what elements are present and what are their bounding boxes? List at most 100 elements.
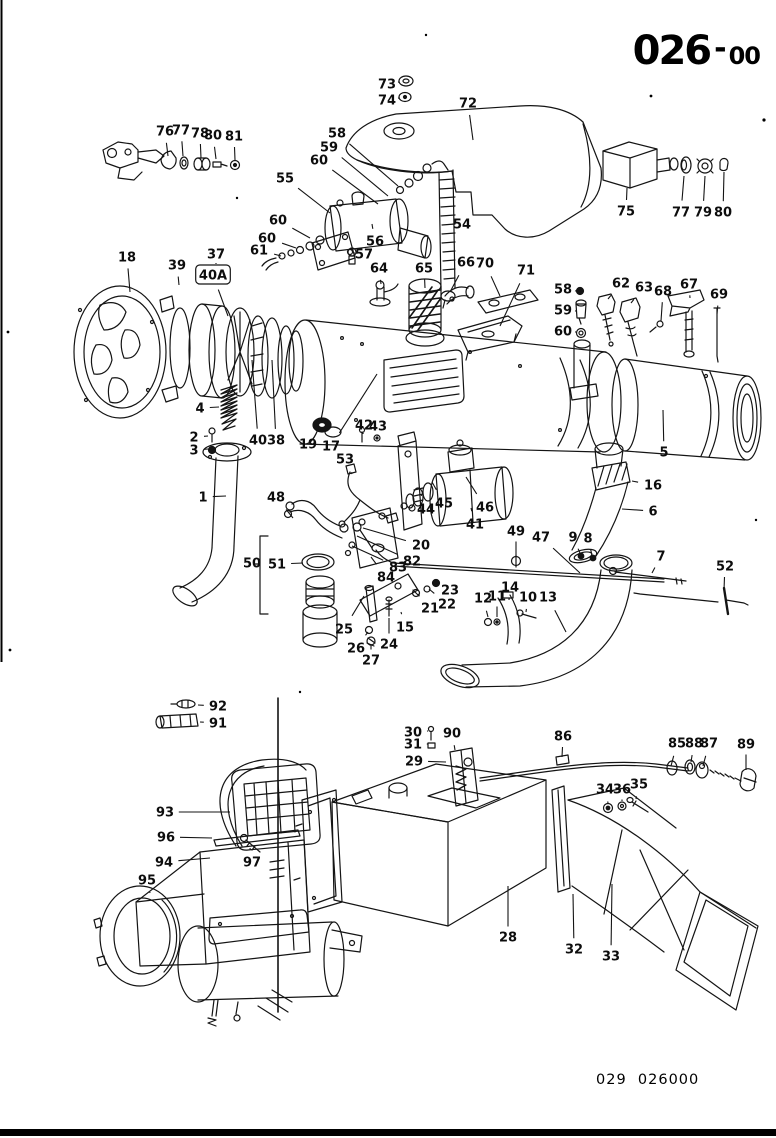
glow-plug-parts — [569, 286, 721, 401]
callout-label-70-29: 70 — [476, 257, 494, 272]
callout-label-64-26: 64 — [370, 262, 388, 277]
callout-leader — [371, 223, 374, 229]
blower-ring-stack — [169, 303, 304, 399]
panel-edge — [257, 697, 293, 1021]
callout-label-93-85: 93 — [156, 806, 174, 821]
metering-pump-assembly — [397, 431, 514, 531]
fuel-line-riser — [395, 160, 456, 309]
callout-leader — [213, 146, 217, 160]
small-parts-row — [160, 150, 241, 171]
callout-leader — [577, 548, 581, 554]
callout-label-46-56: 46 — [476, 501, 494, 516]
callout-leader — [351, 545, 384, 561]
callout-label-22-65: 22 — [438, 598, 456, 613]
callout-leader — [554, 610, 567, 633]
callout-label-6-53: 6 — [648, 505, 657, 520]
callout-label-60-13: 60 — [258, 232, 276, 247]
callout-label-17-45: 17 — [322, 440, 340, 455]
callout-label-32-103: 32 — [565, 943, 583, 958]
callout-leader — [212, 495, 227, 498]
callout-box — [195, 264, 231, 285]
cable-bracket — [427, 725, 501, 809]
callout-label-13-82: 13 — [539, 591, 557, 606]
mount-plates — [457, 289, 539, 361]
callout-label-29-92: 29 — [405, 755, 423, 770]
callout-leader — [690, 755, 693, 763]
callout-label-57-16: 57 — [355, 248, 373, 263]
callout-label-54-17: 54 — [453, 218, 471, 233]
callout-leader — [428, 588, 435, 594]
callout-leader — [590, 549, 593, 556]
callout-leader — [351, 595, 365, 617]
callout-leader — [316, 428, 320, 432]
callout-leader — [449, 275, 460, 293]
callout-leader — [379, 279, 382, 285]
callout-label-60-12: 60 — [269, 214, 287, 229]
callout-leader — [217, 289, 229, 317]
callout-label-61-14: 61 — [250, 244, 268, 259]
muffler-drum — [177, 909, 363, 1027]
callout-leader — [338, 373, 378, 434]
callout-leader — [199, 143, 202, 159]
callout-leader — [251, 359, 258, 429]
callout-label-24-71: 24 — [380, 638, 398, 653]
exhaust-pipe-lower — [440, 552, 633, 689]
callout-label-2-40: 2 — [189, 431, 198, 446]
callout-leader — [681, 175, 685, 201]
callout-label-89-98: 89 — [737, 738, 755, 753]
callout-label-85-95: 85 — [668, 737, 686, 752]
duct-flange — [551, 785, 571, 893]
callout-label-47-73: 47 — [532, 531, 550, 546]
callout-leader — [233, 146, 236, 161]
actuator-rods — [375, 549, 749, 616]
callout-leader — [370, 556, 377, 565]
callout-leader — [127, 268, 131, 293]
page-number: 026-00 — [633, 28, 761, 74]
fuel-pump-assembly — [261, 191, 432, 271]
callout-label-59-9: 59 — [320, 141, 338, 156]
callout-label-8-75: 8 — [583, 532, 592, 547]
callout-label-3-41: 3 — [189, 444, 198, 459]
callout-label-50-62: 50 — [243, 557, 261, 572]
callout-label-36-100: 36 — [613, 783, 631, 798]
callout-label-48-50: 48 — [267, 491, 285, 506]
callout-leader — [662, 409, 665, 442]
callout-label-26-69: 26 — [347, 642, 365, 657]
callout-label-49-72: 49 — [507, 525, 525, 540]
callout-label-77-4: 77 — [172, 124, 190, 139]
silencer-cylinder — [611, 358, 762, 461]
callout-leader — [331, 169, 379, 205]
callout-label-95-88: 95 — [138, 874, 156, 889]
callout-leader — [469, 114, 474, 141]
callout-label-10-81: 10 — [519, 591, 537, 606]
mounting-bracket-part — [102, 141, 165, 181]
callout-leader — [181, 141, 184, 157]
callout-label-40A-25: 40A — [199, 269, 227, 284]
pins-91-92 — [155, 699, 199, 729]
callout-leader — [209, 406, 220, 409]
callout-leader — [716, 305, 719, 315]
callout-label-96-86: 96 — [157, 831, 175, 846]
callout-label-66-28: 66 — [457, 256, 475, 271]
callout-label-59-32: 59 — [554, 304, 572, 319]
callout-label-86-94: 86 — [554, 730, 572, 745]
callout-leader — [703, 175, 706, 201]
callout-label-33-104: 33 — [602, 950, 620, 965]
callout-leader — [470, 507, 473, 512]
callout-leader — [273, 253, 282, 257]
callout-leader — [436, 582, 439, 584]
callout-leader — [610, 883, 613, 946]
callout-leader — [552, 547, 581, 574]
callout-label-58-8: 58 — [328, 127, 346, 142]
callout-leader — [635, 796, 638, 800]
callout-label-81-7: 81 — [225, 130, 243, 145]
callout-leader — [297, 187, 331, 214]
callout-leader — [350, 472, 353, 475]
callout-label-39-23: 39 — [168, 259, 186, 274]
callout-label-94-87: 94 — [155, 856, 173, 871]
callout-label-62-34: 62 — [612, 277, 630, 292]
callout-label-77-19: 77 — [672, 206, 690, 221]
callout-label-11-79: 11 — [488, 590, 506, 605]
callout-label-12-78: 12 — [474, 592, 492, 607]
